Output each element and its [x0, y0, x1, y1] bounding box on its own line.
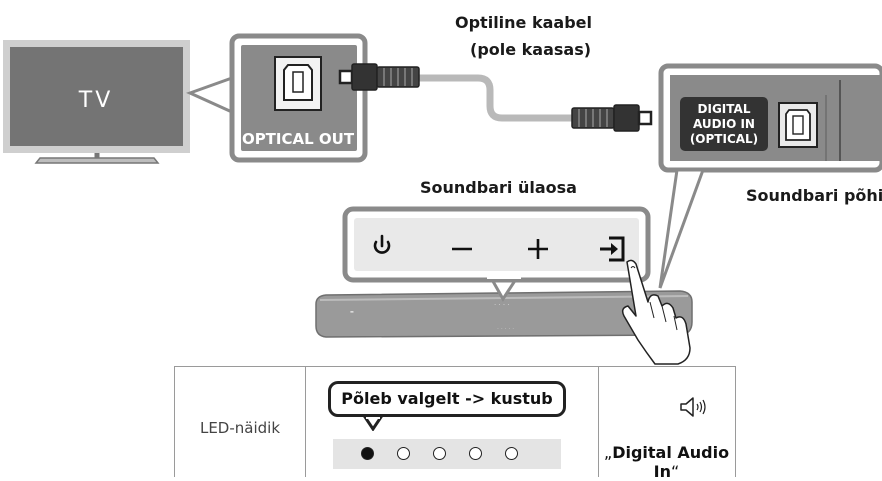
digital-audio-in-panel: DIGITAL AUDIO IN (OPTICAL): [658, 63, 882, 173]
top-button-panel: [342, 206, 651, 302]
led-4: [469, 447, 482, 460]
plus-icon[interactable]: [528, 239, 548, 259]
led-status-cell: Põleb valgelt -> kustub: [305, 367, 599, 477]
led-5: [505, 447, 518, 460]
svg-text:▬: ▬: [350, 309, 354, 314]
speaker-icon: [680, 397, 706, 417]
cable-label-line2: (pole kaasas): [470, 40, 592, 59]
tv-callout-pointer: [185, 75, 234, 115]
svg-text:· · · · ·: · · · · ·: [497, 326, 514, 333]
power-icon[interactable]: [373, 234, 391, 254]
close-quote: “: [671, 462, 680, 481]
bottom-callout-pointer: [658, 168, 706, 289]
optical-cable: [338, 63, 653, 132]
led-1: [361, 447, 374, 460]
led-status-bubble: Põleb valgelt -> kustub: [328, 381, 566, 417]
led-label-cell: LED-näidik: [175, 367, 306, 477]
hand-illustration: [621, 259, 691, 365]
svg-text:· · · ·: · · · ·: [494, 301, 510, 309]
bubble-pointer: [363, 417, 383, 431]
optical-out-panel: OPTICAL OUT: [229, 33, 368, 163]
open-quote: „: [603, 443, 613, 462]
soundbar-bottom-label: Soundbari põhi: [746, 186, 882, 205]
soundbar-illustration: ▬ · · · · · · · · ·: [315, 290, 693, 338]
tv-illustration: TV: [3, 40, 190, 164]
led-2: [397, 447, 410, 460]
digital-audio-in-line1: DIGITAL: [698, 102, 751, 116]
digital-audio-in-badge: [680, 97, 768, 151]
audio-announcement: „Digital Audio In“: [598, 443, 735, 481]
led-indicator-table: LED-näidik Põleb valgelt -> kustub „Digi…: [174, 366, 736, 481]
diagram-svg: TV OPTICAL OUT: [3, 33, 882, 365]
audio-announce-cell: „Digital Audio In“: [598, 367, 735, 481]
source-input-icon[interactable]: [600, 236, 625, 262]
tv-screen: [10, 47, 183, 146]
cable-label-line1: Optiline kaabel: [455, 13, 592, 32]
led-3: [433, 447, 446, 460]
soundbar-top-label: Soundbari ülaosa: [420, 178, 577, 197]
audio-announcement-text: Digital Audio In: [612, 443, 730, 481]
digital-audio-in-line3: (OPTICAL): [690, 132, 758, 146]
tv-stand: [34, 157, 160, 164]
digital-audio-in-line2: AUDIO IN: [693, 117, 755, 131]
tv-label: TV: [78, 88, 114, 113]
led-indicator-label: LED-näidik: [199, 419, 281, 437]
optical-out-label: OPTICAL OUT: [242, 130, 355, 148]
